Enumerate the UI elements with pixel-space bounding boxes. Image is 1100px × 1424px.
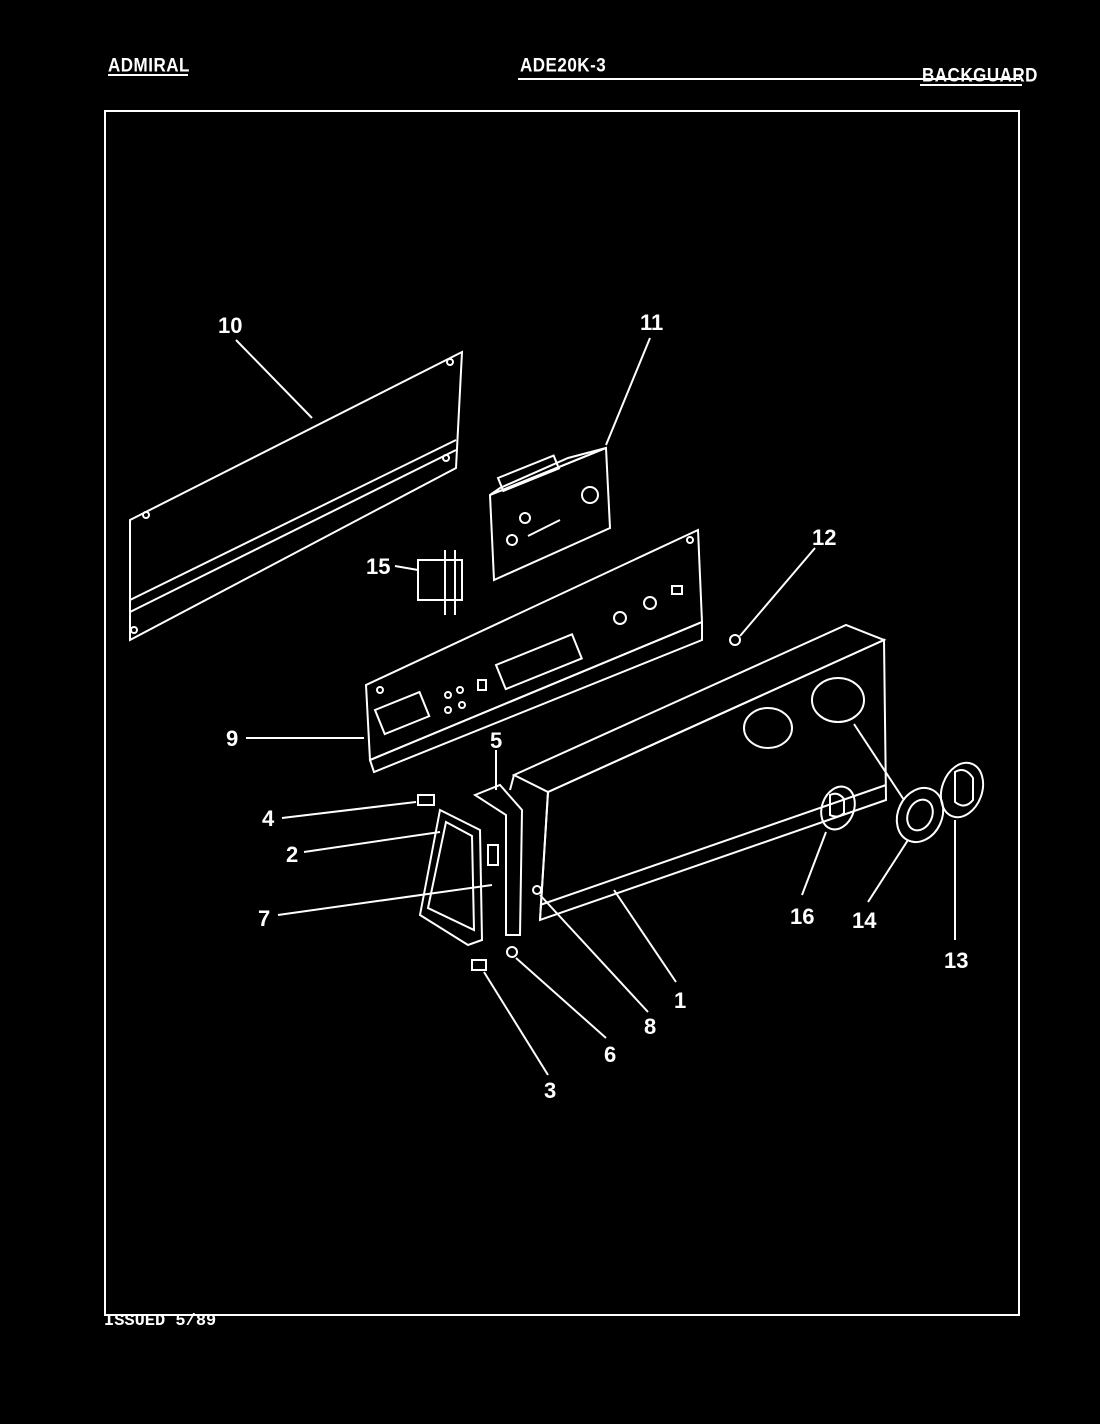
callout-5: 5 xyxy=(490,728,502,753)
section-underline xyxy=(920,84,1022,86)
part-9-control-panel xyxy=(364,528,704,774)
callout-8: 8 xyxy=(644,1014,656,1039)
part-2-end-cap xyxy=(418,808,484,947)
diagram-frame xyxy=(104,110,1020,1316)
callout-4: 4 xyxy=(262,806,275,831)
part-13-knob xyxy=(939,761,985,819)
callout-15: 15 xyxy=(366,554,390,579)
part-16-knob xyxy=(820,785,856,831)
leader-lines xyxy=(235,337,956,1076)
part-11-control-module xyxy=(488,446,612,582)
issued-date: ISSUED 5/89 xyxy=(104,1312,217,1331)
part-1-front-cover xyxy=(509,623,888,922)
brand-label: ADMIRAL xyxy=(108,54,190,76)
callout-9: 9 xyxy=(226,726,238,751)
callout-2: 2 xyxy=(286,842,298,867)
brand-underline xyxy=(108,74,188,76)
part-15-switch xyxy=(417,550,463,615)
part-6-screw xyxy=(506,946,518,958)
callout-6: 6 xyxy=(604,1042,616,1067)
part-5-trim-strip xyxy=(472,783,524,936)
part-4-clip xyxy=(417,794,435,806)
header-rule xyxy=(518,78,1020,80)
part-10-rear-panel xyxy=(129,350,464,642)
part-3-clip xyxy=(471,959,487,971)
callout-16: 16 xyxy=(790,904,814,929)
callout-14: 14 xyxy=(852,908,877,933)
callout-1: 1 xyxy=(674,988,686,1013)
callout-10: 10 xyxy=(218,313,242,338)
callout-labels: 10 11 15 12 9 5 4 2 7 3 6 8 1 16 14 13 xyxy=(218,310,968,1103)
callout-7: 7 xyxy=(258,906,270,931)
part-8-screw xyxy=(532,885,542,895)
callout-3: 3 xyxy=(544,1078,556,1103)
callout-11: 11 xyxy=(640,310,663,335)
callout-12: 12 xyxy=(812,525,836,550)
model-number: ADE20K-3 xyxy=(520,54,607,76)
callout-13: 13 xyxy=(944,948,968,973)
part-12-screw xyxy=(729,634,741,646)
section-title: BACKGUARD xyxy=(922,64,1038,86)
part-7-bracket xyxy=(487,844,499,866)
